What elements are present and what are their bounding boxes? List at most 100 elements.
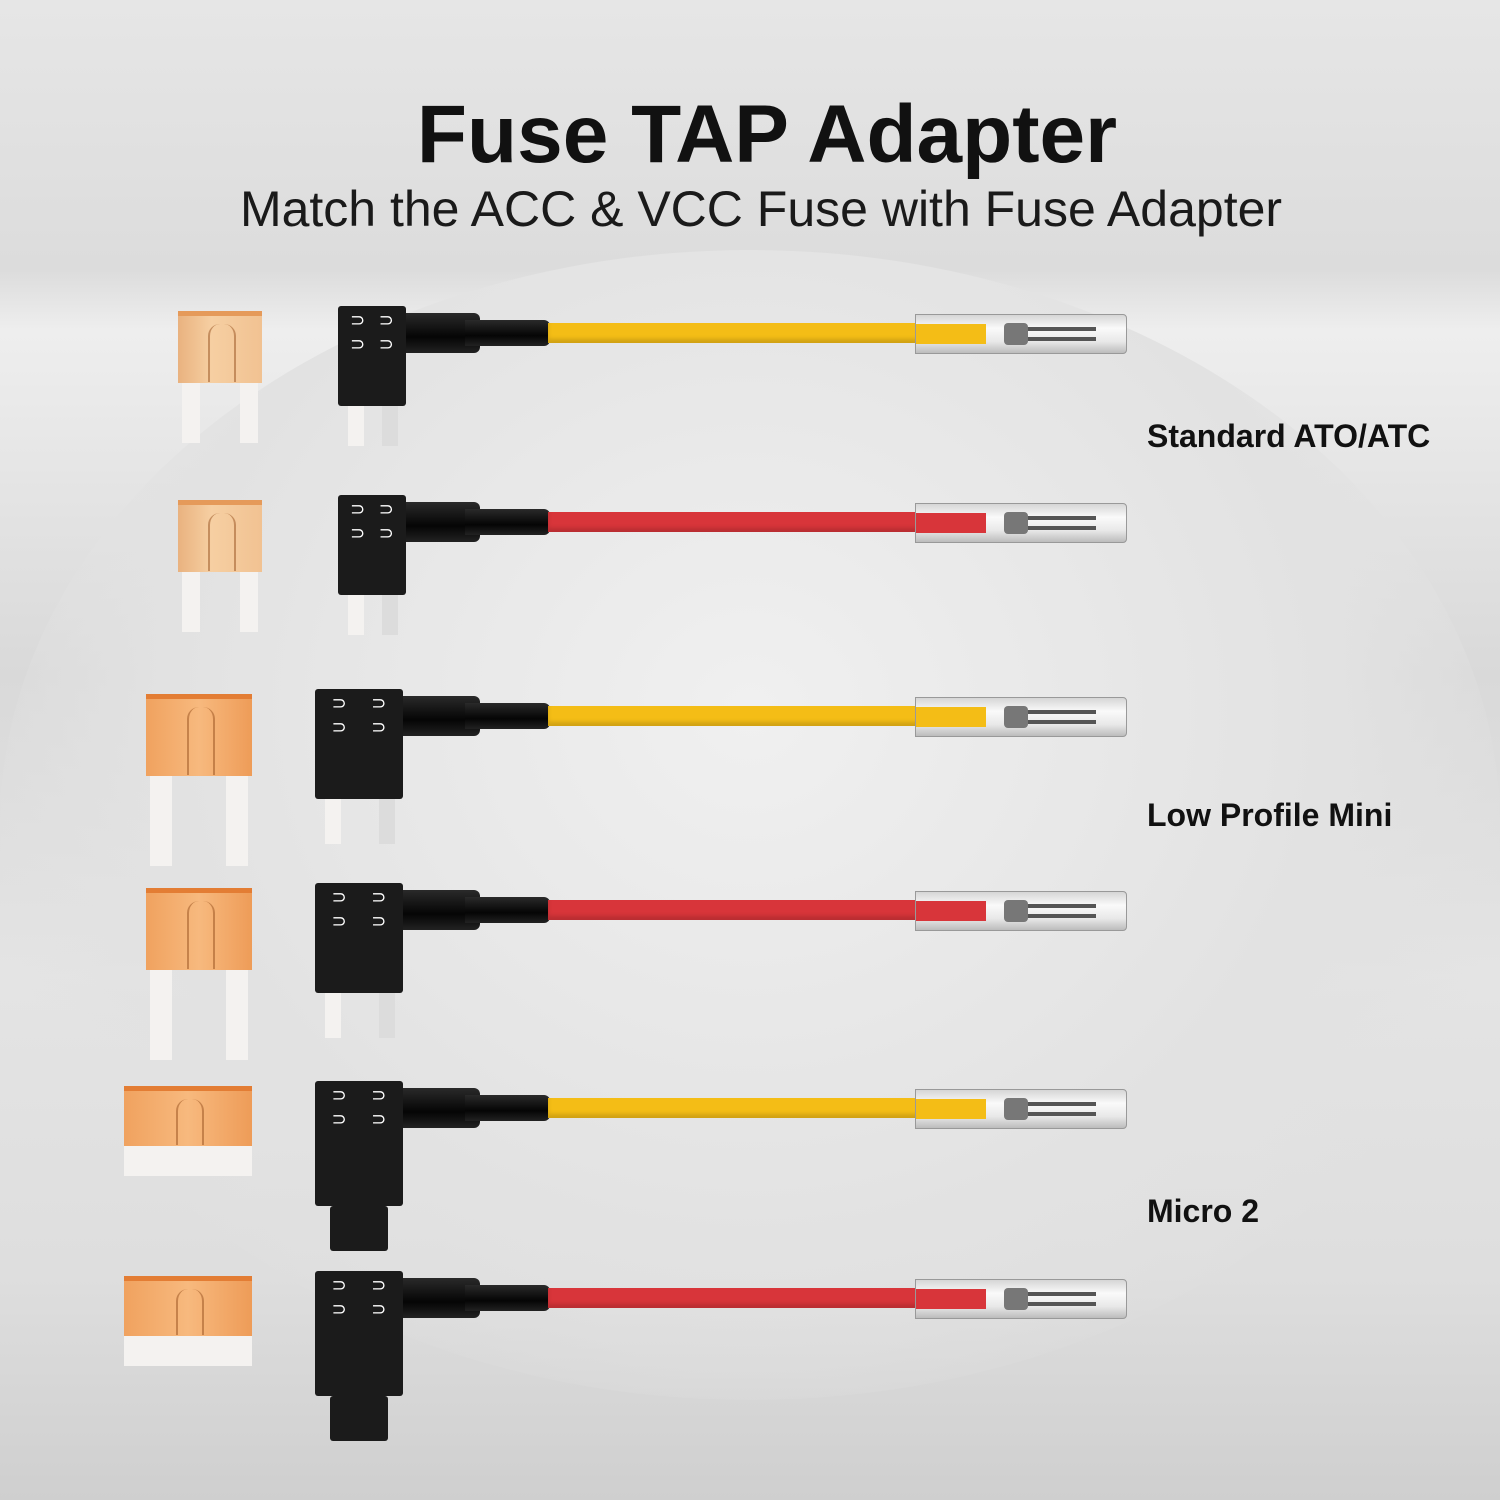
terminal-crimp: [1004, 323, 1028, 345]
adapter-prong: [348, 406, 364, 446]
wire-red: [548, 900, 988, 920]
slot-clip-icon: ⊃: [350, 334, 366, 355]
terminal-crimp: [1004, 706, 1028, 728]
slot-clip-icon: ⊃: [371, 1109, 387, 1130]
adapter-prong: [382, 406, 398, 446]
fuse-slot-icon: ⊃ ⊃ ⊃ ⊃: [323, 889, 395, 931]
terminal-pin: [1006, 904, 1096, 908]
blade-fuse-icon: [124, 1276, 252, 1336]
terminal-pin: [1006, 337, 1096, 341]
fuse-tap-adapter: ⊃ ⊃ ⊃ ⊃: [315, 1271, 403, 1396]
fuse-tap-adapter: ⊃⊃⊃⊃: [315, 689, 403, 799]
terminal-pin: [1006, 720, 1096, 724]
slot-clip-icon: ⊃: [350, 310, 366, 331]
slot-clip-icon: ⊃: [331, 1299, 347, 1320]
fuse-tap-adapter: ⊃⊃⊃⊃: [315, 1081, 403, 1206]
wire-end: [916, 1289, 986, 1309]
wire-yellow: [548, 323, 988, 343]
slot-clip-icon: ⊃: [371, 887, 387, 908]
slot-clip-icon: ⊃: [378, 310, 394, 331]
fuse-slot-icon: ⊃ ⊃ ⊃ ⊃: [323, 1277, 395, 1319]
fuse-prong: [150, 776, 172, 866]
terminal-crimp: [1004, 1098, 1028, 1120]
slot-clip-icon: ⊃: [331, 887, 347, 908]
fuse-slot-icon: ⊃⊃⊃⊃: [346, 501, 398, 543]
fuse-tap-adapter: ⊃⊃⊃⊃: [338, 495, 406, 595]
slot-clip-icon: ⊃: [331, 693, 347, 714]
fuse-base: [124, 1336, 252, 1366]
heat-shrink-taper: [465, 1285, 550, 1311]
page-subtitle: Match the ACC & VCC Fuse with Fuse Adapt…: [239, 181, 1283, 237]
terminal-pin: [1006, 1292, 1096, 1296]
fuse-prong: [240, 383, 258, 443]
slot-clip-icon: ⊃: [350, 499, 366, 520]
slot-clip-icon: ⊃: [371, 911, 387, 932]
terminal-pin: [1006, 710, 1096, 714]
wire-end: [916, 1099, 986, 1119]
wire-red: [548, 512, 988, 532]
adapter-prong: [325, 993, 341, 1038]
wire-end: [916, 513, 986, 533]
fuse-element: [208, 513, 236, 571]
fuse-element: [176, 1289, 204, 1335]
adapter-prong: [379, 993, 395, 1038]
adapter-prong: [382, 595, 398, 635]
slot-clip-icon: ⊃: [378, 334, 394, 355]
adapter-stem: [330, 1396, 388, 1441]
slot-clip-icon: ⊃: [331, 1109, 347, 1130]
terminal-crimp: [1004, 1288, 1028, 1310]
fuse-element: [187, 707, 215, 775]
slot-clip-icon: ⊃: [371, 1275, 387, 1296]
terminal-crimp: [1004, 900, 1028, 922]
group-label-low-profile-mini: Low Profile Mini: [1147, 797, 1393, 833]
adapter-prong: [325, 799, 341, 844]
wire-end: [916, 707, 986, 727]
adapter-stem: [330, 1206, 388, 1251]
fuse-prong: [240, 572, 258, 632]
fuse-prong: [226, 970, 248, 1060]
terminal-pin: [1006, 914, 1096, 918]
terminal-pin: [1006, 327, 1096, 331]
adapter-prong: [379, 799, 395, 844]
heat-shrink-taper: [465, 897, 550, 923]
blade-fuse-icon: [178, 500, 262, 572]
fuse-slot-icon: ⊃ ⊃ ⊃ ⊃: [346, 312, 398, 354]
heat-shrink-taper: [465, 703, 550, 729]
heat-shrink-taper: [465, 509, 550, 535]
adapter-prong: [348, 595, 364, 635]
fuse-base: [124, 1146, 252, 1176]
blade-fuse-icon: [146, 888, 252, 970]
wire-end: [916, 901, 986, 921]
blade-fuse-icon: [146, 694, 252, 776]
terminal-crimp: [1004, 512, 1028, 534]
fuse-tap-adapter: ⊃ ⊃ ⊃ ⊃: [338, 306, 406, 406]
fuse-slot-icon: ⊃⊃⊃⊃: [323, 1087, 395, 1129]
slot-clip-icon: ⊃: [371, 717, 387, 738]
group-label-micro2: Micro 2: [1147, 1193, 1260, 1229]
wire-terminal-connector: [915, 1089, 1127, 1129]
fuse-element: [208, 324, 236, 382]
fuse-prong: [182, 383, 200, 443]
slot-clip-icon: ⊃: [331, 1085, 347, 1106]
heat-shrink-taper: [465, 1095, 550, 1121]
slot-clip-icon: ⊃: [350, 523, 366, 544]
wire-terminal-connector: [915, 314, 1127, 354]
fuse-tap-adapter: ⊃ ⊃ ⊃ ⊃: [315, 883, 403, 993]
terminal-pin: [1006, 1112, 1096, 1116]
slot-clip-icon: ⊃: [371, 1299, 387, 1320]
wire-terminal-connector: [915, 1279, 1127, 1319]
fuse-element: [176, 1099, 204, 1145]
wire-yellow: [548, 706, 988, 726]
slot-clip-icon: ⊃: [331, 911, 347, 932]
fuse-prong: [150, 970, 172, 1060]
fuse-prong: [226, 776, 248, 866]
slot-clip-icon: ⊃: [371, 693, 387, 714]
wire-red: [548, 1288, 988, 1308]
slot-clip-icon: ⊃: [378, 499, 394, 520]
slot-clip-icon: ⊃: [331, 1275, 347, 1296]
blade-fuse-icon: [124, 1086, 252, 1146]
blade-fuse-icon: [178, 311, 262, 383]
fuse-element: [187, 901, 215, 969]
group-label-standard: Standard ATO/ATC: [1147, 418, 1431, 454]
page-title: Fuse TAP Adapter: [416, 89, 1118, 180]
